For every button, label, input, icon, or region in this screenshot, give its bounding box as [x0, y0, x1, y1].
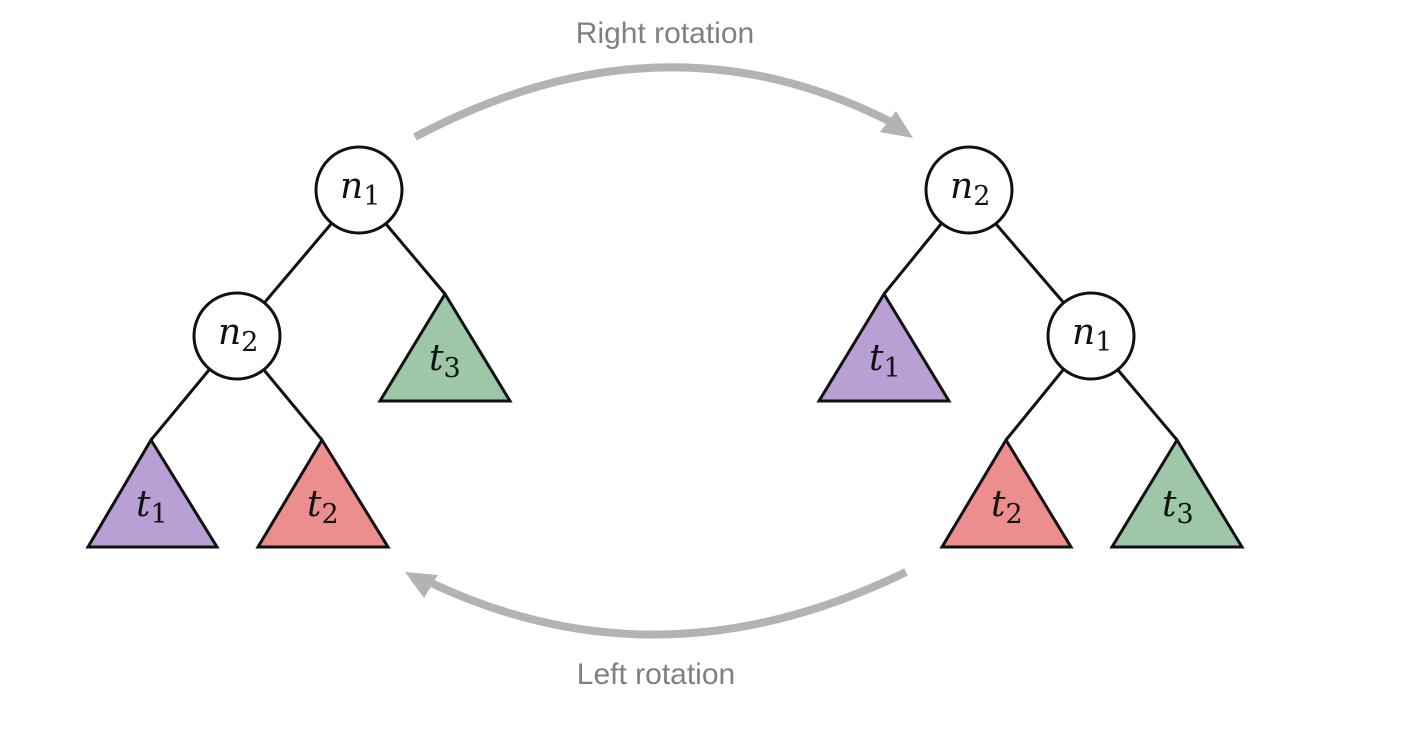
right-rotation-caption: Right rotation: [576, 17, 754, 50]
left-subtree-t1: [85, 437, 220, 549]
left-edge-n1-n2: [263, 223, 333, 303]
left-rotation-caption: Left rotation: [577, 658, 735, 691]
right-subtree-t2-label: t2: [991, 484, 1023, 530]
left-edge-n2-t1: [149, 369, 211, 441]
left-rotation-arrowhead: [405, 572, 438, 598]
left-subtree-t3: [377, 291, 513, 403]
left-rotation-arrow: [405, 568, 908, 639]
right-edge-n1-t2: [1004, 369, 1065, 441]
right-node-n2: [924, 145, 1014, 235]
right-subtree-t1: [816, 291, 952, 403]
left-subtree-t2-label: t2: [307, 484, 339, 530]
right-subtree-t2: [939, 437, 1074, 549]
left-node-n2-label: n2: [218, 312, 258, 358]
left-node-n2: [192, 291, 282, 381]
right-subtree-t3-label: t3: [1162, 484, 1194, 530]
right-node-n2-label: n2: [950, 166, 990, 212]
right-tree: n2 n1 t1 t2 t3: [816, 145, 1245, 549]
right-node-n1-label: n1: [1072, 312, 1112, 358]
right-node-n1: [1046, 291, 1136, 381]
left-edge-n1-t3: [384, 223, 447, 295]
right-edge-n1-t3: [1116, 369, 1179, 441]
right-rotation-arrow-curve: [413, 63, 895, 141]
right-subtree-t3: [1109, 437, 1245, 549]
left-subtree-t1-label: t1: [136, 484, 168, 530]
right-rotation-arrow: [413, 63, 913, 141]
right-subtree-t1-label: t1: [869, 338, 901, 384]
left-tree: n1 n2 t3 t1 t2: [85, 145, 513, 549]
left-subtree-t2: [255, 437, 391, 549]
left-node-n1-label: n1: [340, 166, 380, 212]
right-edge-n2-t1: [882, 223, 943, 295]
left-subtree-t3-label: t3: [429, 338, 461, 384]
left-node-n1: [314, 145, 404, 235]
left-rotation-arrow-curve: [423, 568, 908, 639]
right-rotation-arrowhead: [880, 111, 913, 138]
left-edge-n2-t2: [262, 369, 324, 441]
right-edge-n2-n1: [994, 223, 1065, 303]
